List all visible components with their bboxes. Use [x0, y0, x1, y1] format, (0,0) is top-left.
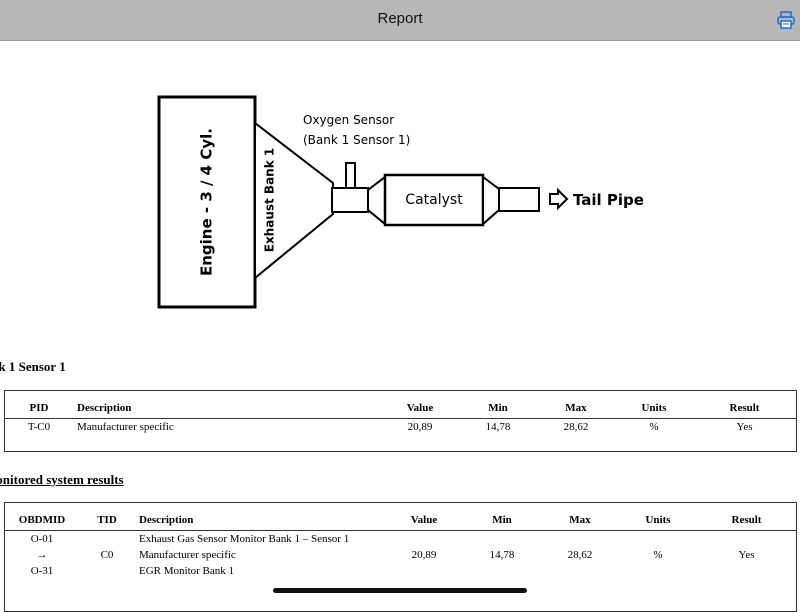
- catalyst: [383, 173, 485, 227]
- sensor-table: PID Description Value Min Max Units Resu…: [5, 398, 796, 435]
- col-header: Description: [73, 398, 381, 419]
- oxygen-sensor: [345, 162, 356, 189]
- sensor-label-line1: Oxygen Sensor: [303, 113, 394, 127]
- col-header: Min: [463, 510, 541, 531]
- arrow-icon: →: [36, 549, 48, 561]
- sensor-table-box: PID Description Value Min Max Units Resu…: [4, 390, 797, 452]
- col-header: Units: [615, 398, 693, 419]
- section-title-monitored: Monitored system results: [0, 472, 124, 487]
- col-header: Value: [381, 398, 459, 419]
- cell-value: 20,89: [407, 421, 433, 433]
- catalyst-label: Catalyst: [405, 192, 463, 208]
- col-header: Max: [537, 398, 615, 419]
- cell-max: 28,62: [567, 549, 593, 561]
- table-row: → C0 Manufacturer specific 20,89 14,78 2…: [5, 547, 796, 563]
- cell-max: 28,62: [563, 421, 589, 433]
- cell-tid: C0: [100, 549, 114, 561]
- engine-block: [157, 95, 257, 309]
- tailpipe-label: Tail Pipe: [573, 191, 644, 209]
- sensor-pipe: [331, 187, 369, 213]
- col-header: Units: [619, 510, 697, 531]
- engine-label: Engine - 3 / 4 Cyl.: [198, 128, 216, 276]
- cell-result: Yes: [738, 549, 755, 561]
- exhaust-diagram: Engine - 3 / 4 Cyl. Exhaust Bank 1 Oxyge…: [157, 95, 644, 309]
- printer-icon[interactable]: [776, 10, 796, 30]
- cell-value: 20,89: [411, 549, 437, 561]
- col-header: OBDMID: [5, 510, 79, 531]
- cell-description: Exhaust Gas Sensor Monitor Bank 1 – Sens…: [139, 533, 350, 545]
- exhaust-label: Exhaust Bank 1: [263, 148, 277, 252]
- cell-obdmid: O-31: [30, 565, 54, 577]
- catalyst-inlet: [367, 174, 386, 227]
- cell-units: %: [653, 549, 663, 561]
- cell-result: Yes: [736, 421, 753, 433]
- sensor-label-line2: (Bank 1 Sensor 1): [303, 133, 410, 147]
- monitored-table-box: OBDMID TID Description Value Min Max Uni…: [4, 502, 797, 612]
- home-indicator[interactable]: [273, 588, 527, 593]
- col-header: Result: [693, 398, 796, 419]
- table-header-row: PID Description Value Min Max Units Resu…: [5, 398, 796, 419]
- section-title-sensor: Bank 1 Sensor 1: [0, 359, 66, 374]
- col-header: Description: [135, 510, 385, 531]
- cell-obdmid: O-01: [30, 533, 54, 545]
- col-header: Result: [697, 510, 796, 531]
- cell-pid: T-C0: [27, 421, 51, 433]
- table-row: O-01 Exhaust Gas Sensor Monitor Bank 1 –…: [5, 531, 796, 547]
- tail-pipe: [498, 187, 540, 212]
- arrow-icon: [549, 187, 569, 211]
- table-row: O-31 EGR Monitor Bank 1: [5, 563, 796, 579]
- page-title: Report: [377, 10, 423, 27]
- cell-min: 14,78: [485, 421, 511, 433]
- table-row: T-C0 Manufacturer specific 20,89 14,78 2…: [5, 419, 796, 435]
- cell-description: EGR Monitor Bank 1: [139, 565, 235, 577]
- col-header: Max: [541, 510, 619, 531]
- col-header: Min: [459, 398, 537, 419]
- cell-min: 14,78: [489, 549, 515, 561]
- col-header: PID: [5, 398, 73, 419]
- top-bar: Report: [0, 0, 800, 41]
- catalyst-outlet: [482, 175, 500, 227]
- exhaust-manifold: [254, 120, 334, 281]
- cell-description: Manufacturer specific: [77, 421, 174, 433]
- cell-units: %: [649, 421, 659, 433]
- cell-description: Manufacturer specific: [139, 549, 236, 561]
- monitored-table: OBDMID TID Description Value Min Max Uni…: [5, 510, 796, 579]
- table-header-row: OBDMID TID Description Value Min Max Uni…: [5, 510, 796, 531]
- col-header: TID: [79, 510, 135, 531]
- col-header: Value: [385, 510, 463, 531]
